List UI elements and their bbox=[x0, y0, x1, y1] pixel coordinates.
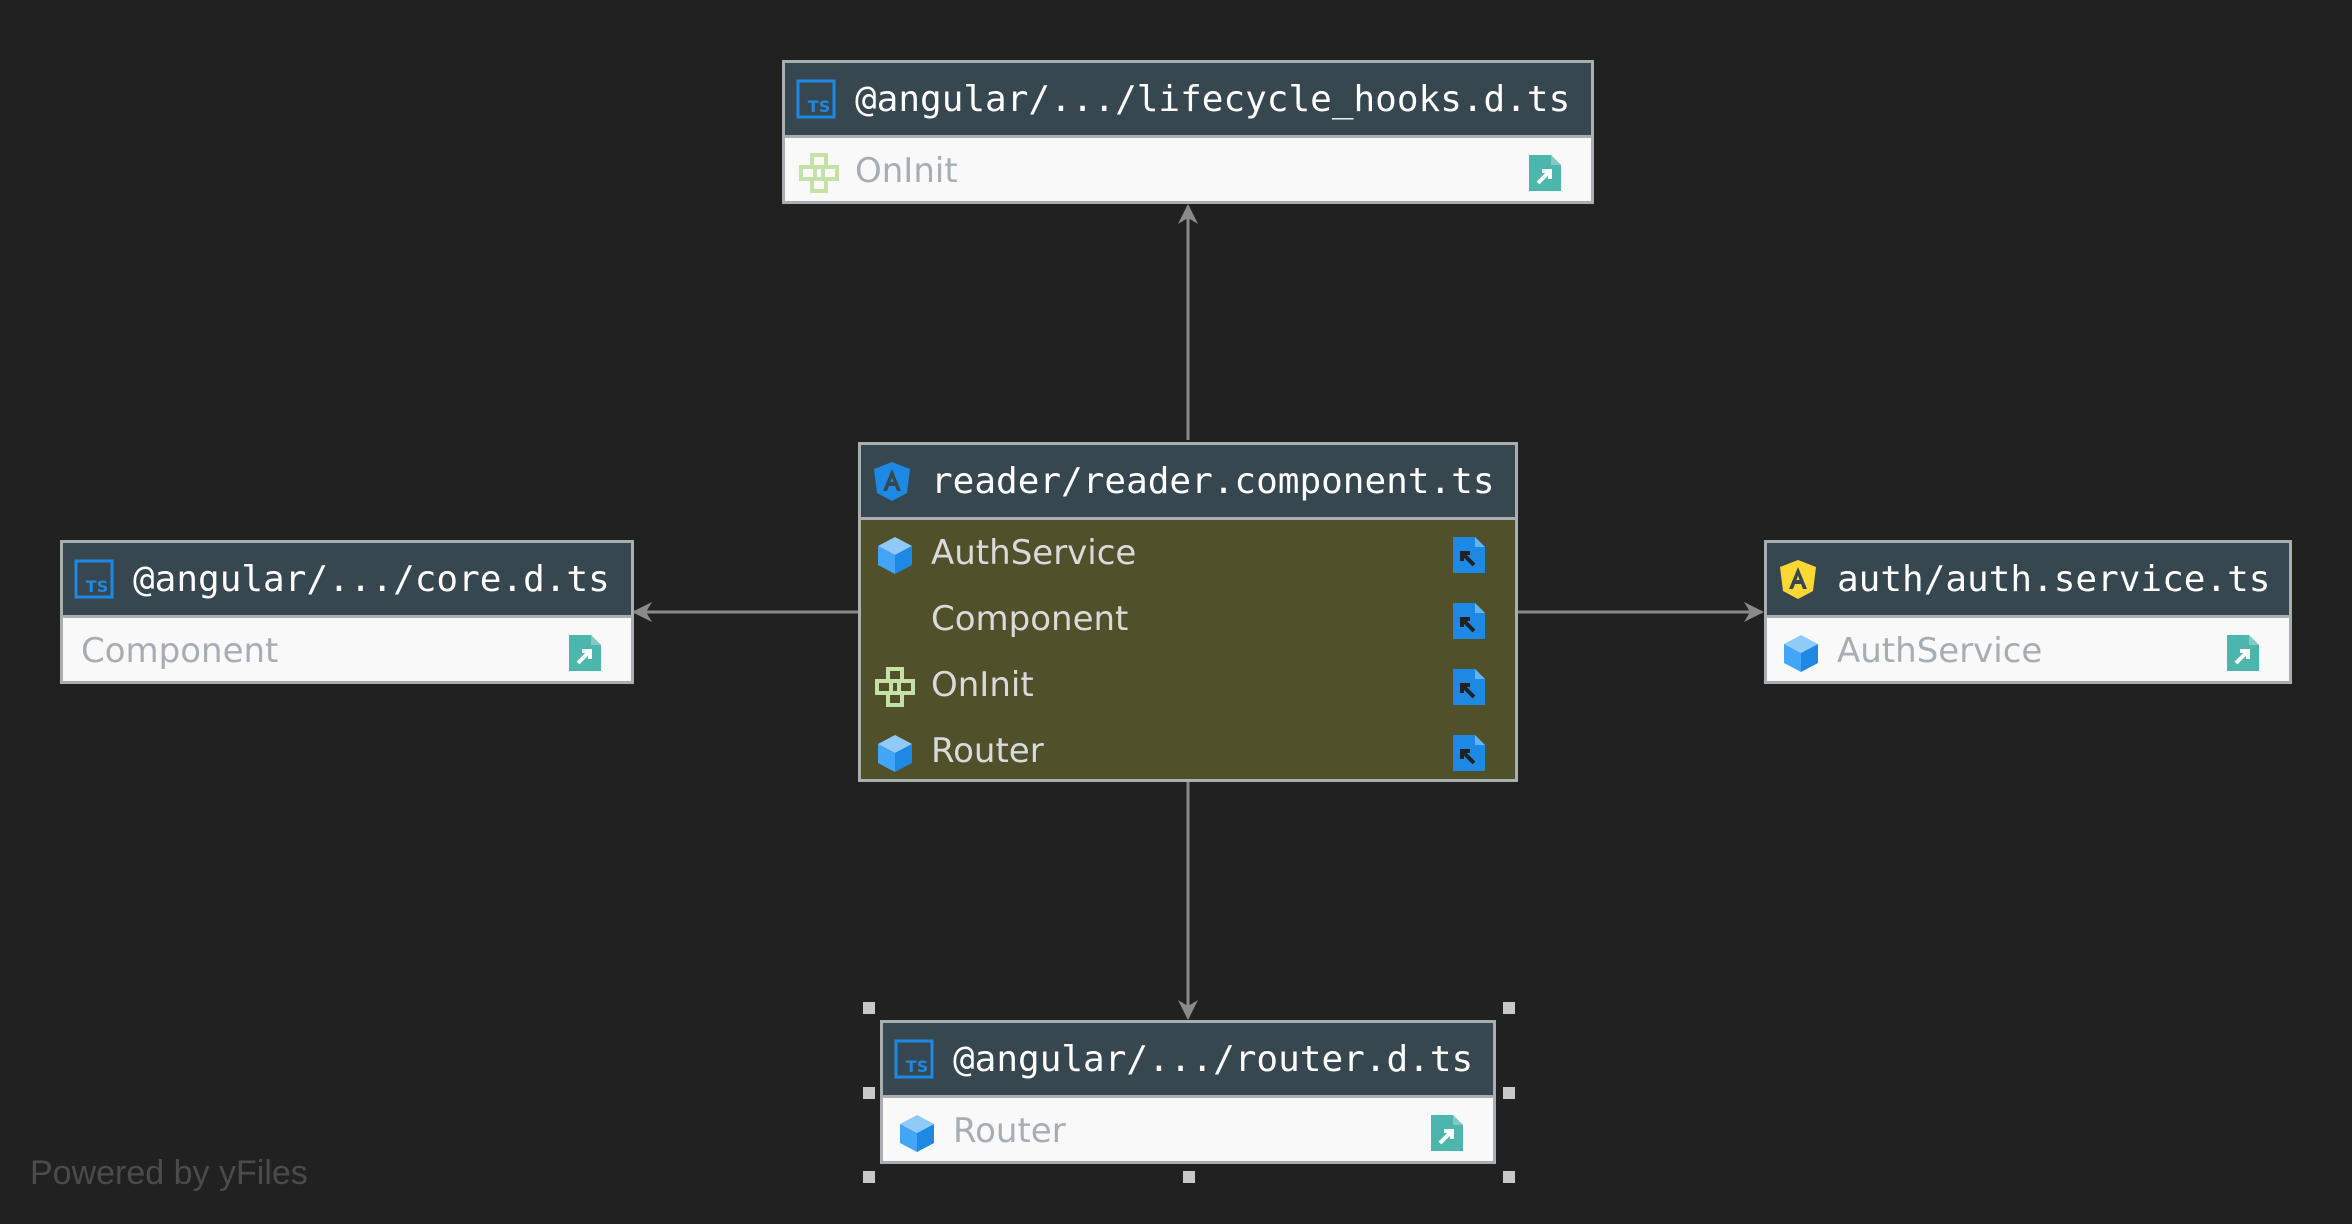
angular-component-icon bbox=[874, 462, 910, 501]
member-label: Component bbox=[931, 599, 1129, 639]
resize-handle-middle-right[interactable] bbox=[1503, 1087, 1515, 1099]
member-row[interactable]: AuthService bbox=[1767, 618, 2289, 681]
resize-handle-top-left[interactable] bbox=[863, 1002, 875, 1014]
class-icon bbox=[900, 1115, 934, 1152]
typescript-file-icon: TS bbox=[796, 79, 836, 119]
file-link-icon[interactable] bbox=[1527, 153, 1563, 193]
node-router[interactable]: TS @angular/.../router.d.ts Router bbox=[880, 1020, 1496, 1164]
resize-handle-bottom-left[interactable] bbox=[863, 1171, 875, 1183]
resize-handle-middle-left[interactable] bbox=[863, 1087, 875, 1099]
class-icon bbox=[1784, 635, 1818, 672]
typescript-file-icon: TS bbox=[894, 1039, 934, 1079]
node-header: TS @angular/.../lifecycle_hooks.d.ts bbox=[785, 63, 1591, 138]
powered-by-footer: Powered by yFiles bbox=[30, 1154, 308, 1192]
file-link-icon[interactable] bbox=[1451, 667, 1487, 707]
node-lifecycle-hooks[interactable]: TS @angular/.../lifecycle_hooks.d.ts OnI… bbox=[782, 60, 1594, 204]
interface-icon bbox=[875, 667, 915, 707]
file-link-icon[interactable] bbox=[1451, 601, 1487, 641]
member-list: Component bbox=[63, 618, 631, 681]
member-row[interactable]: AuthService bbox=[861, 520, 1515, 586]
member-list: OnInit bbox=[785, 138, 1591, 201]
interface-icon bbox=[799, 153, 839, 193]
node-header: auth/auth.service.ts bbox=[1767, 543, 2289, 618]
member-label: AuthService bbox=[1837, 631, 2043, 671]
angular-service-icon bbox=[1780, 560, 1816, 599]
svg-text:TS: TS bbox=[808, 97, 830, 116]
svg-text:TS: TS bbox=[906, 1057, 928, 1076]
resize-handle-top-right[interactable] bbox=[1503, 1002, 1515, 1014]
class-icon bbox=[878, 735, 912, 772]
file-link-icon[interactable] bbox=[1451, 535, 1487, 575]
file-link-icon[interactable] bbox=[567, 633, 603, 673]
file-title: auth/auth.service.ts bbox=[1837, 558, 2271, 600]
node-auth-service[interactable]: auth/auth.service.ts AuthService bbox=[1764, 540, 2292, 684]
node-header: reader/reader.component.ts bbox=[861, 445, 1515, 520]
member-row[interactable]: Component bbox=[861, 586, 1515, 652]
node-header: TS @angular/.../router.d.ts bbox=[883, 1023, 1493, 1098]
member-row[interactable]: Component bbox=[63, 618, 631, 681]
member-row[interactable]: Router bbox=[883, 1098, 1493, 1161]
node-reader-component[interactable]: reader/reader.component.ts AuthService C… bbox=[858, 442, 1518, 782]
class-icon bbox=[878, 537, 912, 574]
file-link-icon[interactable] bbox=[1451, 733, 1487, 773]
file-link-icon[interactable] bbox=[1429, 1113, 1465, 1153]
file-link-icon[interactable] bbox=[2225, 633, 2261, 673]
member-label: AuthService bbox=[931, 533, 1137, 573]
file-title: @angular/.../lifecycle_hooks.d.ts bbox=[855, 78, 1571, 120]
member-row[interactable]: OnInit bbox=[861, 652, 1515, 718]
member-label: OnInit bbox=[931, 665, 1034, 705]
file-title: @angular/.../router.d.ts bbox=[953, 1038, 1474, 1080]
member-list: AuthService Component bbox=[861, 520, 1515, 779]
svg-text:TS: TS bbox=[86, 577, 108, 596]
file-title: @angular/.../core.d.ts bbox=[133, 558, 610, 600]
member-row[interactable]: Router bbox=[861, 718, 1515, 779]
member-label: OnInit bbox=[855, 151, 958, 191]
member-list: AuthService bbox=[1767, 618, 2289, 681]
member-label: Router bbox=[931, 731, 1044, 771]
resize-handle-bottom-center[interactable] bbox=[1183, 1171, 1195, 1183]
file-title: reader/reader.component.ts bbox=[931, 460, 1495, 502]
member-label: Component bbox=[81, 631, 279, 671]
typescript-file-icon: TS bbox=[74, 559, 114, 599]
node-core[interactable]: TS @angular/.../core.d.ts Component bbox=[60, 540, 634, 684]
member-list: Router bbox=[883, 1098, 1493, 1161]
node-header: TS @angular/.../core.d.ts bbox=[63, 543, 631, 618]
member-row[interactable]: OnInit bbox=[785, 138, 1591, 201]
resize-handle-bottom-right[interactable] bbox=[1503, 1171, 1515, 1183]
member-label: Router bbox=[953, 1111, 1066, 1151]
